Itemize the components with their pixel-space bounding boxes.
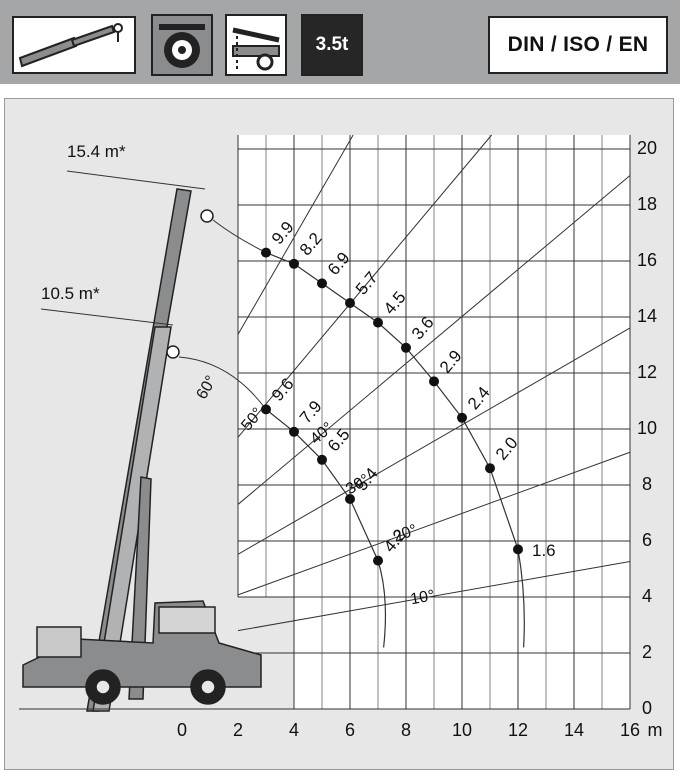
- angle-line-50: [237, 134, 493, 438]
- load-point: [261, 247, 271, 258]
- y-tick-label: 6: [642, 530, 652, 550]
- driver-cab: [36, 626, 82, 658]
- load-point: [485, 463, 495, 474]
- boom-length-leader: [40, 308, 174, 326]
- load-value-label: 1.6: [532, 541, 556, 560]
- x-tick-label: 8: [401, 720, 411, 740]
- angle-line-30: [237, 327, 631, 555]
- load-point: [513, 544, 523, 555]
- toolbar: 3.5t DIN / ISO / EN: [0, 0, 680, 84]
- chart-grid: [237, 135, 631, 709]
- x-unit-label: m: [648, 720, 663, 740]
- x-tick-label: 6: [345, 720, 355, 740]
- load-point: [345, 494, 355, 504]
- angle-line-20: [237, 451, 631, 596]
- y-tick-label: 2: [642, 642, 652, 662]
- y-tick-label: 10: [637, 418, 657, 438]
- y-tick-label: 18: [637, 194, 657, 214]
- chart-axes: 0 2 4 6 8 10 12 14 16 18 20 0 2 4 6 8 10 12 14 16 m: [19, 138, 663, 740]
- superstructure-cab: [158, 606, 216, 634]
- load-point: [289, 426, 299, 437]
- boom-length-leader: [66, 170, 206, 190]
- boom-lower-section: [92, 326, 172, 712]
- x-tick-label: 12: [508, 720, 528, 740]
- load-point: [429, 376, 439, 387]
- x-tick-label: 10: [452, 720, 472, 740]
- angle-line-60: [237, 134, 354, 335]
- load-point: [317, 278, 327, 289]
- norm-din-iso-en-button[interactable]: DIN / ISO / EN: [488, 16, 668, 74]
- leader-15-4m: [212, 219, 267, 254]
- load-curve-10-5m: [265, 408, 387, 648]
- load-point: [317, 454, 327, 465]
- load-point: [373, 555, 383, 566]
- load-point: [345, 298, 355, 308]
- boom-length-label: 10.5 m*: [41, 284, 100, 303]
- load-chart: 10°20°30°40°50°60° 15.4 m*10.5 m* 9.98.2…: [19, 134, 663, 740]
- load-point: [261, 404, 271, 415]
- crane-illustration: [22, 188, 262, 712]
- y-tick-label: 12: [637, 362, 657, 382]
- load-point: [457, 412, 467, 423]
- angle-line-10: [237, 561, 631, 632]
- y-tick-label: 4: [642, 586, 652, 606]
- boom-length-labels: 15.4 m* 10.5 m*: [40, 142, 206, 326]
- angle-label-60: 60°: [194, 373, 221, 402]
- leader-10-5m: [178, 356, 267, 410]
- x-tick-label: 2: [233, 720, 243, 740]
- outrigger-tire-icon[interactable]: [151, 14, 213, 76]
- y-tick-label: 8: [642, 474, 652, 494]
- y-tick-label: 16: [637, 250, 657, 270]
- load-3-5t-button[interactable]: 3.5t: [301, 14, 363, 76]
- x-tick-label: 16: [620, 720, 640, 740]
- x-tick-label: 0: [177, 720, 187, 740]
- load-point: [289, 258, 299, 269]
- boom-length-label: 15.4 m*: [67, 142, 126, 161]
- support-trailer-icon[interactable]: [225, 14, 287, 76]
- angle-label-10: 10°: [409, 587, 436, 608]
- load-point: [401, 342, 411, 353]
- x-tick-label: 14: [564, 720, 584, 740]
- y-tick-label: 0: [642, 698, 652, 718]
- y-tick-label: 20: [637, 138, 657, 158]
- x-tick-label: 4: [289, 720, 299, 740]
- hook-block-middle-icon: [166, 345, 180, 359]
- hook-block-top-icon: [200, 209, 214, 223]
- load-point: [373, 317, 383, 328]
- y-tick-label: 14: [637, 306, 657, 326]
- angle-line-40: [237, 175, 631, 505]
- telescopic-boom-icon[interactable]: [12, 16, 136, 74]
